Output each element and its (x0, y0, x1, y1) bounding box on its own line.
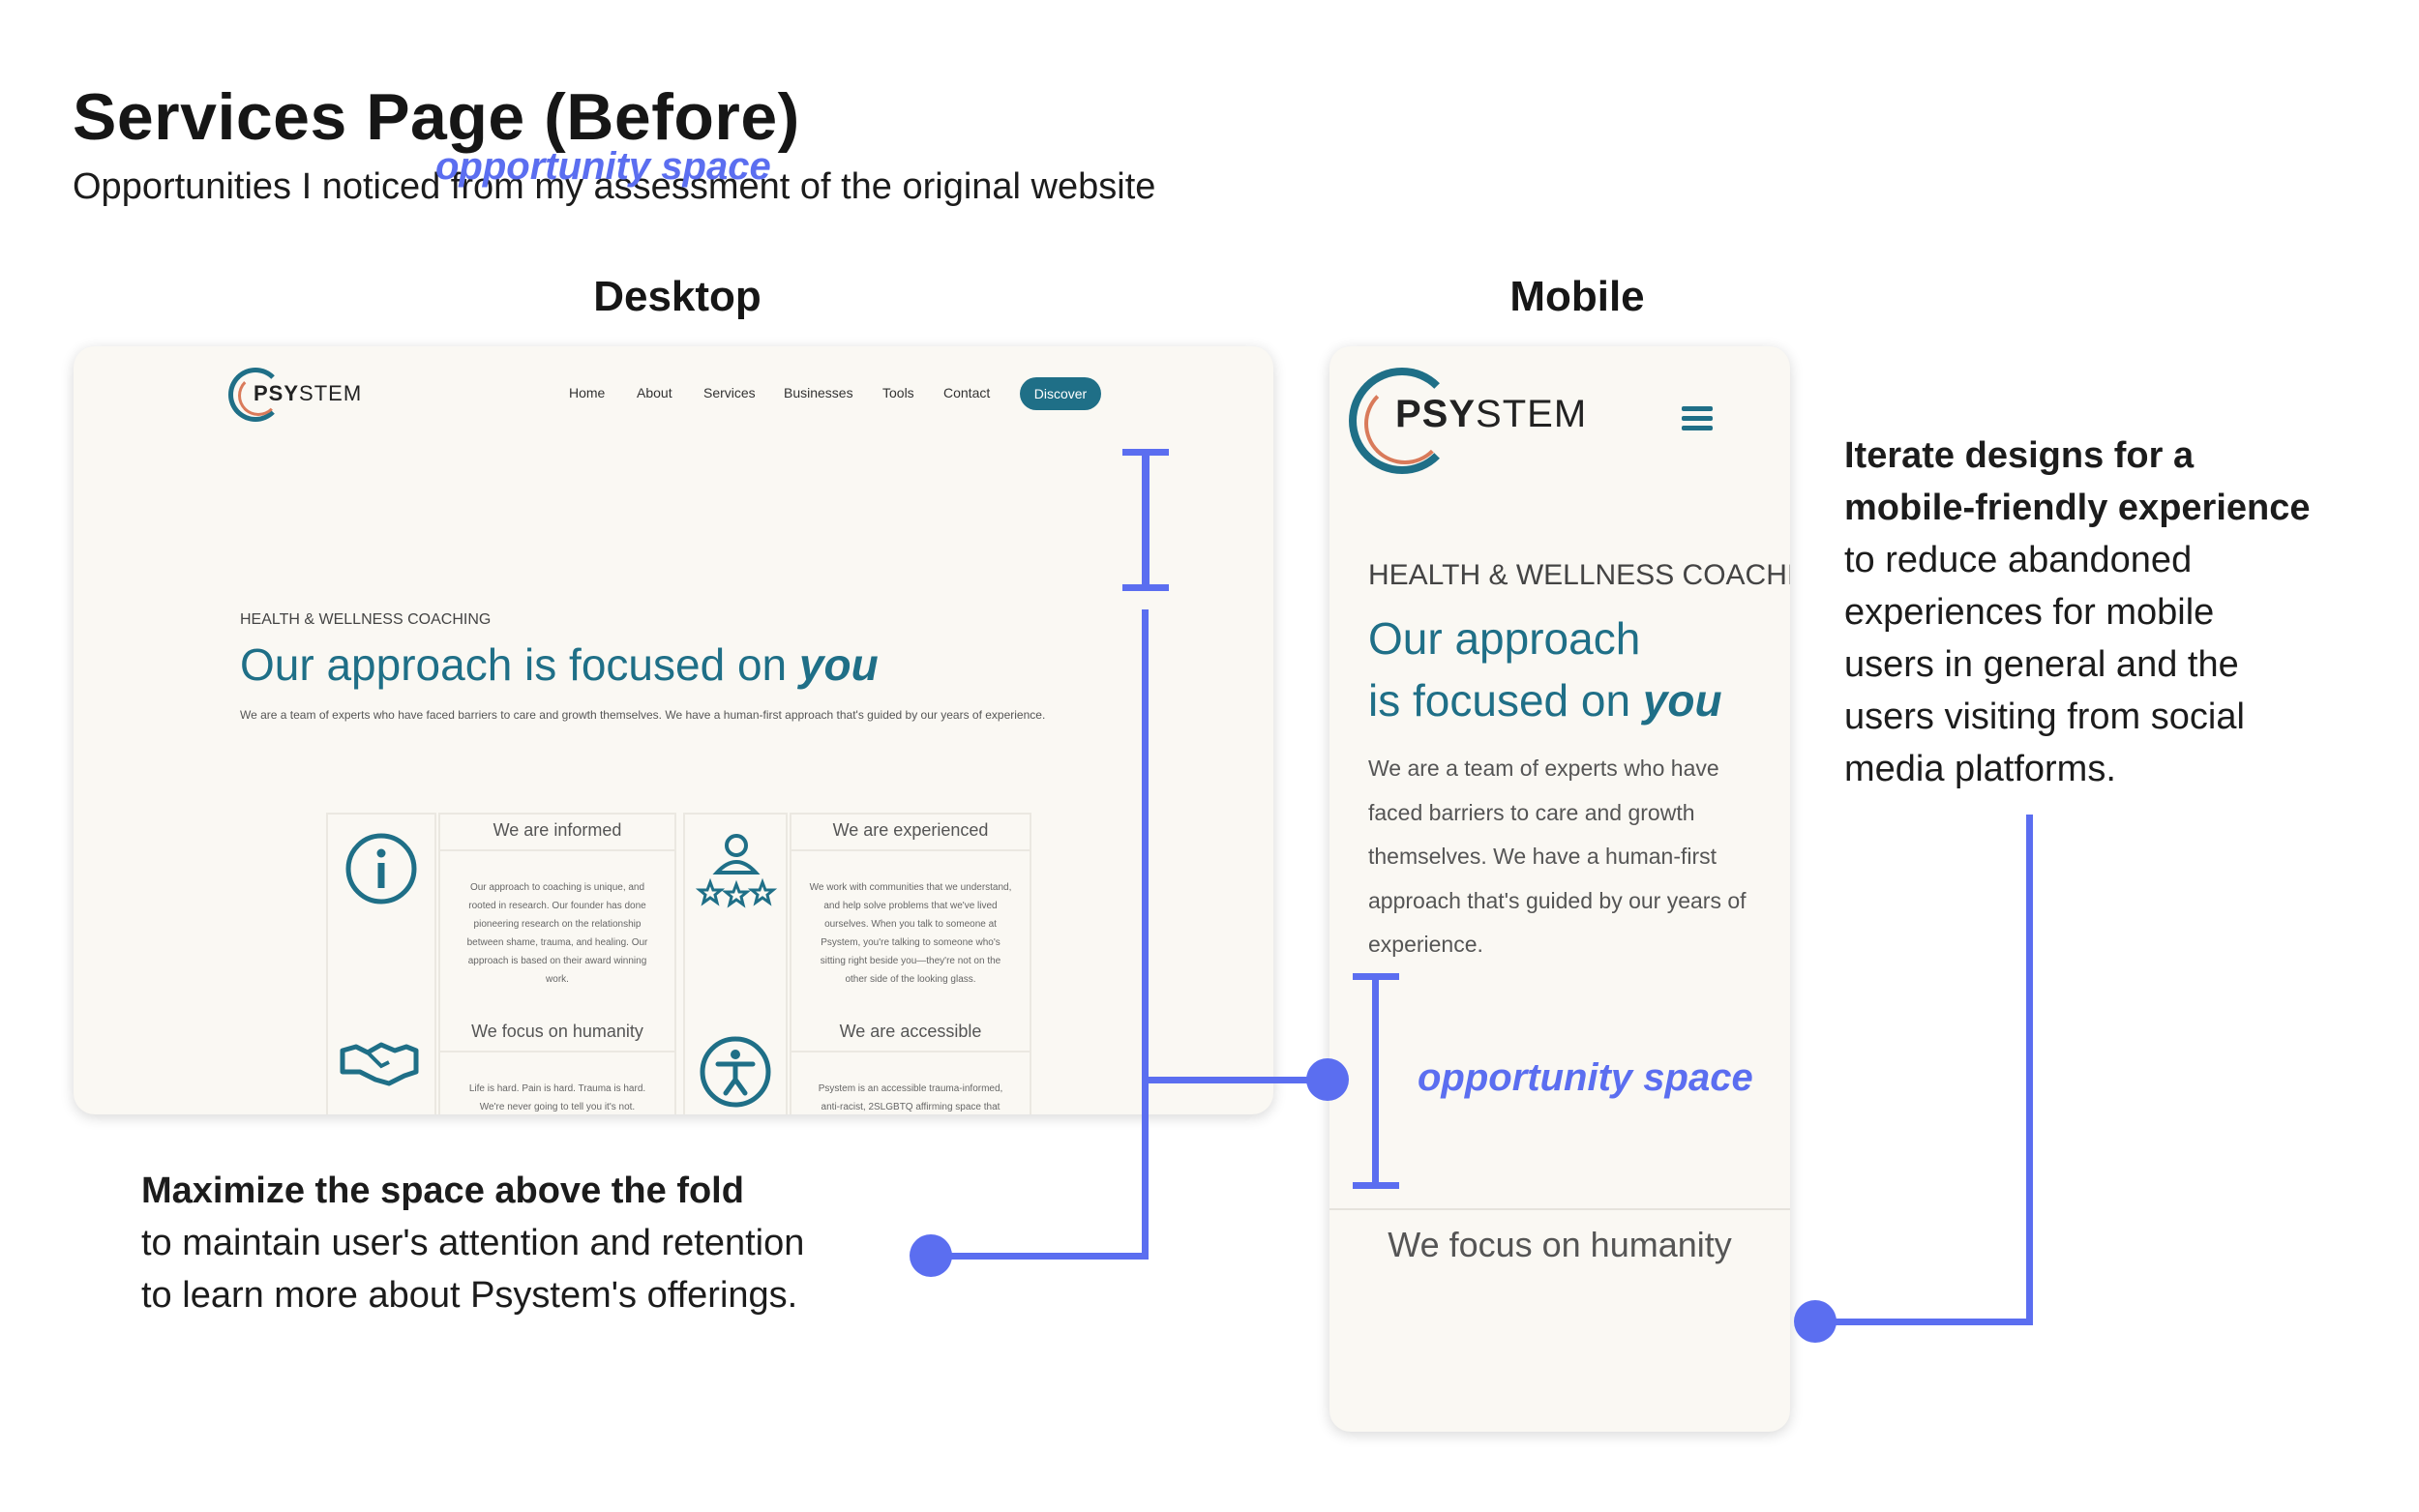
desktop-bracket-line (1142, 451, 1150, 590)
right-connector-bottom (1819, 1319, 2033, 1325)
hamburger-menu-icon[interactable] (1682, 406, 1713, 435)
hero-headline: Our approach is focused on you (240, 639, 879, 690)
callout-fold: Maximize the space above the fold to mai… (141, 1171, 805, 1316)
card-text-column (438, 813, 676, 1114)
eyebrow-text: HEALTH & WELLNESS COACHING (240, 611, 492, 628)
desktop-label: Desktop (593, 273, 762, 320)
logo-wordmark: PSYSTEM (1395, 393, 1588, 435)
hero-body: We are a team of experts who have faced … (240, 708, 1046, 722)
desktop-screenshot: PSYSTEM Home About Services Businesses T… (74, 346, 1273, 1114)
section-divider (1329, 1208, 1790, 1210)
mobile-bracket-top (1353, 973, 1399, 980)
mobile-opportunity-label: opportunity space (1418, 1056, 1753, 1099)
page-title: Services Page (Before) (73, 80, 800, 154)
mobile-connector-dot (1306, 1058, 1349, 1101)
card-title: We focus on humanity (471, 1022, 643, 1041)
right-connector-dot (1794, 1300, 1837, 1343)
desktop-bracket-top (1122, 449, 1169, 456)
card-title: We are experienced (832, 820, 989, 840)
nav-home[interactable]: Home (569, 385, 606, 400)
focus-title: We focus on humanity (1388, 1225, 1732, 1264)
card-divider (438, 849, 676, 851)
nav-businesses[interactable]: Businesses (784, 385, 853, 400)
callout-mobile: Iterate designs for a mobile-friendly ex… (1844, 435, 2311, 789)
handshake-icon (340, 1042, 419, 1086)
accessibility-icon (700, 1036, 771, 1108)
card-body: Our approach to coaching is unique, and … (466, 882, 648, 985)
card-text-column (790, 813, 1031, 1114)
hero-headline: Our approach is focused on you (1368, 613, 1722, 726)
mobile-label: Mobile (1509, 273, 1645, 320)
desktop-bracket-bottom (1122, 584, 1169, 591)
card-divider (790, 849, 1031, 851)
card-body: Psystem is an accessible trauma-informed… (818, 1083, 1003, 1112)
desktop-connector-vertical (1142, 609, 1149, 1260)
card-divider (438, 1051, 676, 1052)
mobile-screenshot: PSYSTEM HEALTH & WELLNESS COACHI Our app… (1329, 346, 1790, 1432)
logo-wordmark: PSYSTEM (254, 381, 363, 405)
info-icon (345, 833, 417, 904)
right-connector-vertical (2026, 815, 2033, 1325)
nav-services[interactable]: Services (703, 385, 756, 400)
hero-body: We are a team of experts who have faced … (1368, 756, 1747, 957)
eyebrow-text: HEALTH & WELLNESS COACHI (1368, 559, 1790, 591)
person-stars-icon (695, 834, 778, 908)
mobile-bracket-bottom (1353, 1182, 1399, 1189)
nav-tools[interactable]: Tools (882, 385, 914, 400)
desktop-connector-bottom (929, 1253, 1149, 1260)
card-title: We are accessible (839, 1022, 982, 1041)
card-title: We are informed (493, 820, 622, 840)
desktop-opportunity-label: opportunity space (435, 145, 771, 188)
nav-contact[interactable]: Contact (943, 385, 991, 400)
discover-button[interactable]: Discover (1020, 377, 1101, 410)
card-body: We work with communities that we underst… (809, 882, 1012, 985)
mobile-bracket-line (1372, 975, 1379, 1186)
nav-about[interactable]: About (637, 385, 672, 400)
card-body: Life is hard. Pain is hard. Trauma is ha… (468, 1083, 646, 1112)
card-divider (790, 1051, 1031, 1052)
mobile-connector-horizontal (1142, 1077, 1326, 1083)
desktop-connector-dot (910, 1234, 952, 1277)
page-subtitle: Opportunities I noticed from my assessme… (73, 166, 1156, 207)
